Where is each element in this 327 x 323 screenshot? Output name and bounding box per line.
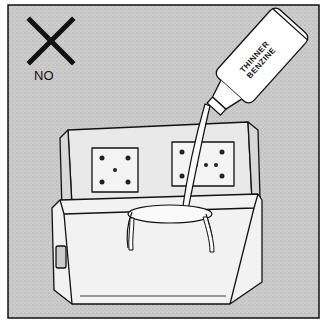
panel-frame xyxy=(8,5,319,318)
prohibition-label: NO xyxy=(34,68,54,83)
charger-device xyxy=(52,122,262,304)
solvent-bottle xyxy=(196,5,311,125)
liquid-stream xyxy=(127,104,214,252)
cross-mark xyxy=(30,20,72,62)
